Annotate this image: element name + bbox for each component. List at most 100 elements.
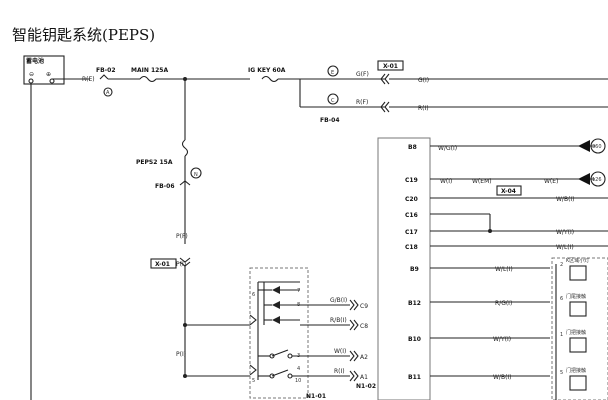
fb06-label: FB-06 — [155, 183, 175, 190]
b8-label: B8 — [408, 144, 417, 151]
diode-2 — [272, 301, 280, 309]
main-fuse — [139, 75, 157, 83]
battery-label: 蓄电池 — [26, 57, 44, 65]
wyi2-label: W/Y(I) — [493, 336, 511, 343]
sensor-label-2: 门尾接触 — [566, 293, 586, 300]
rbi-label: R/B(I) — [330, 317, 347, 324]
n102-label: N1-02 — [356, 383, 376, 390]
wem-label: W(EM) — [472, 178, 492, 185]
sensor-1 — [569, 265, 587, 281]
svg-text:E: E — [331, 70, 334, 76]
sensor-2 — [569, 301, 587, 317]
battery-terminal-plus — [49, 78, 55, 84]
pin-1: 1 — [560, 332, 563, 338]
pi-label-1: P(I) — [176, 261, 186, 268]
a1-label: A1 — [360, 374, 368, 381]
peps-controller-box — [377, 137, 431, 400]
circle-c — [327, 93, 339, 105]
battery-minus: ⊖ — [29, 71, 34, 78]
gbi-label: G/B(I) — [330, 297, 347, 304]
c8-label: C8 — [360, 323, 368, 330]
c20-label: C20 — [405, 196, 418, 203]
n101-label: N1-01 — [306, 393, 326, 400]
sensor-box — [551, 257, 608, 400]
pin-6: 6 — [252, 292, 255, 298]
rf-label: R(F) — [356, 99, 368, 106]
ri-label-module: R(I) — [334, 368, 345, 375]
c17-label: C17 — [405, 229, 418, 236]
circle-a — [103, 87, 113, 97]
c18-label: C18 — [405, 244, 418, 251]
pin-5-right: 5 — [560, 370, 563, 376]
c9-label: C9 — [360, 303, 368, 310]
pi-label-2: P(I) — [176, 351, 186, 358]
sensor-label-4: 门把接触 — [566, 367, 586, 374]
connector-fb02 — [99, 74, 109, 80]
wbi-label: W/B(I) — [556, 196, 575, 203]
igkey-label: IG KEY 60A — [248, 67, 286, 74]
circle-126 — [590, 171, 606, 187]
igkey-fuse — [261, 75, 279, 83]
sensor-label-1: K区域小灯 — [566, 257, 589, 264]
b12-label: B12 — [408, 300, 421, 307]
pf-label: P(F) — [176, 233, 188, 240]
we-label: W(E) — [544, 178, 558, 185]
svg-text:A: A — [106, 90, 110, 96]
diode-3 — [272, 316, 280, 324]
wyi-label: W/Y(I) — [556, 229, 574, 236]
pin-7: 7 — [297, 288, 300, 294]
wi-label-module: W(I) — [334, 348, 346, 355]
circle-e — [327, 65, 339, 77]
x01-connector-top — [380, 73, 390, 85]
pin-4: 4 — [297, 366, 300, 372]
peps-fuse-label: PEPS2 15A — [136, 159, 173, 166]
arrow-360 — [578, 140, 590, 152]
b11-label: B11 — [408, 374, 421, 381]
rgi-label: R/G(I) — [495, 300, 512, 307]
battery-plus: ⊕ — [46, 71, 51, 78]
sensor-3 — [569, 337, 587, 353]
battery-box — [23, 55, 65, 85]
pin-5: 5 — [252, 378, 255, 384]
wli-label: W/L(I) — [556, 244, 574, 251]
b10-label: B10 — [408, 336, 421, 343]
page-title: 智能钥匙系统(PEPS) — [12, 26, 156, 44]
pin-6-right: 6 — [560, 296, 563, 302]
svg-text:C: C — [331, 98, 335, 104]
sensor-label-3: 门把接触 — [566, 329, 586, 336]
svg-text:X-04: X-04 — [501, 188, 516, 195]
svg-text:360: 360 — [592, 144, 602, 150]
wi-label-c19: W(I) — [440, 178, 452, 185]
c16-label: C16 — [405, 212, 418, 219]
b9-label: B9 — [410, 266, 419, 273]
pin-10: 10 — [295, 378, 301, 384]
pin-8: 8 — [297, 302, 300, 308]
peps-module-box — [249, 267, 309, 399]
svg-text:X-01: X-01 — [155, 261, 170, 268]
wli2-label: W/L(I) — [495, 266, 513, 273]
arrow-126 — [578, 173, 590, 185]
svg-text:N: N — [194, 172, 198, 178]
wbi2-label: W/B(I) — [493, 374, 512, 381]
wgi-label: W/G(I) — [438, 145, 457, 152]
re-label: R(E) — [82, 76, 95, 83]
sensor-4 — [569, 375, 587, 391]
x01-tag-top — [377, 60, 404, 71]
a2-label: A2 — [360, 354, 368, 361]
peps-fuse — [181, 139, 189, 157]
diode-1 — [272, 286, 280, 294]
ri-label: R(I) — [418, 105, 429, 112]
pin-2: 2 — [560, 262, 563, 268]
main-fuse-label: MAIN 125A — [131, 67, 168, 74]
circle-n — [190, 167, 202, 179]
x01-tag-left — [150, 258, 177, 269]
circle-360 — [590, 138, 606, 154]
fb04-label: FB-04 — [320, 117, 340, 124]
c19-label: C19 — [405, 177, 418, 184]
fb02-label: FB-02 — [96, 67, 116, 74]
svg-text:126: 126 — [592, 177, 602, 183]
gf-label: G(F) — [356, 71, 369, 78]
svg-text:X-01: X-01 — [383, 63, 398, 70]
x04-tag — [496, 185, 522, 196]
